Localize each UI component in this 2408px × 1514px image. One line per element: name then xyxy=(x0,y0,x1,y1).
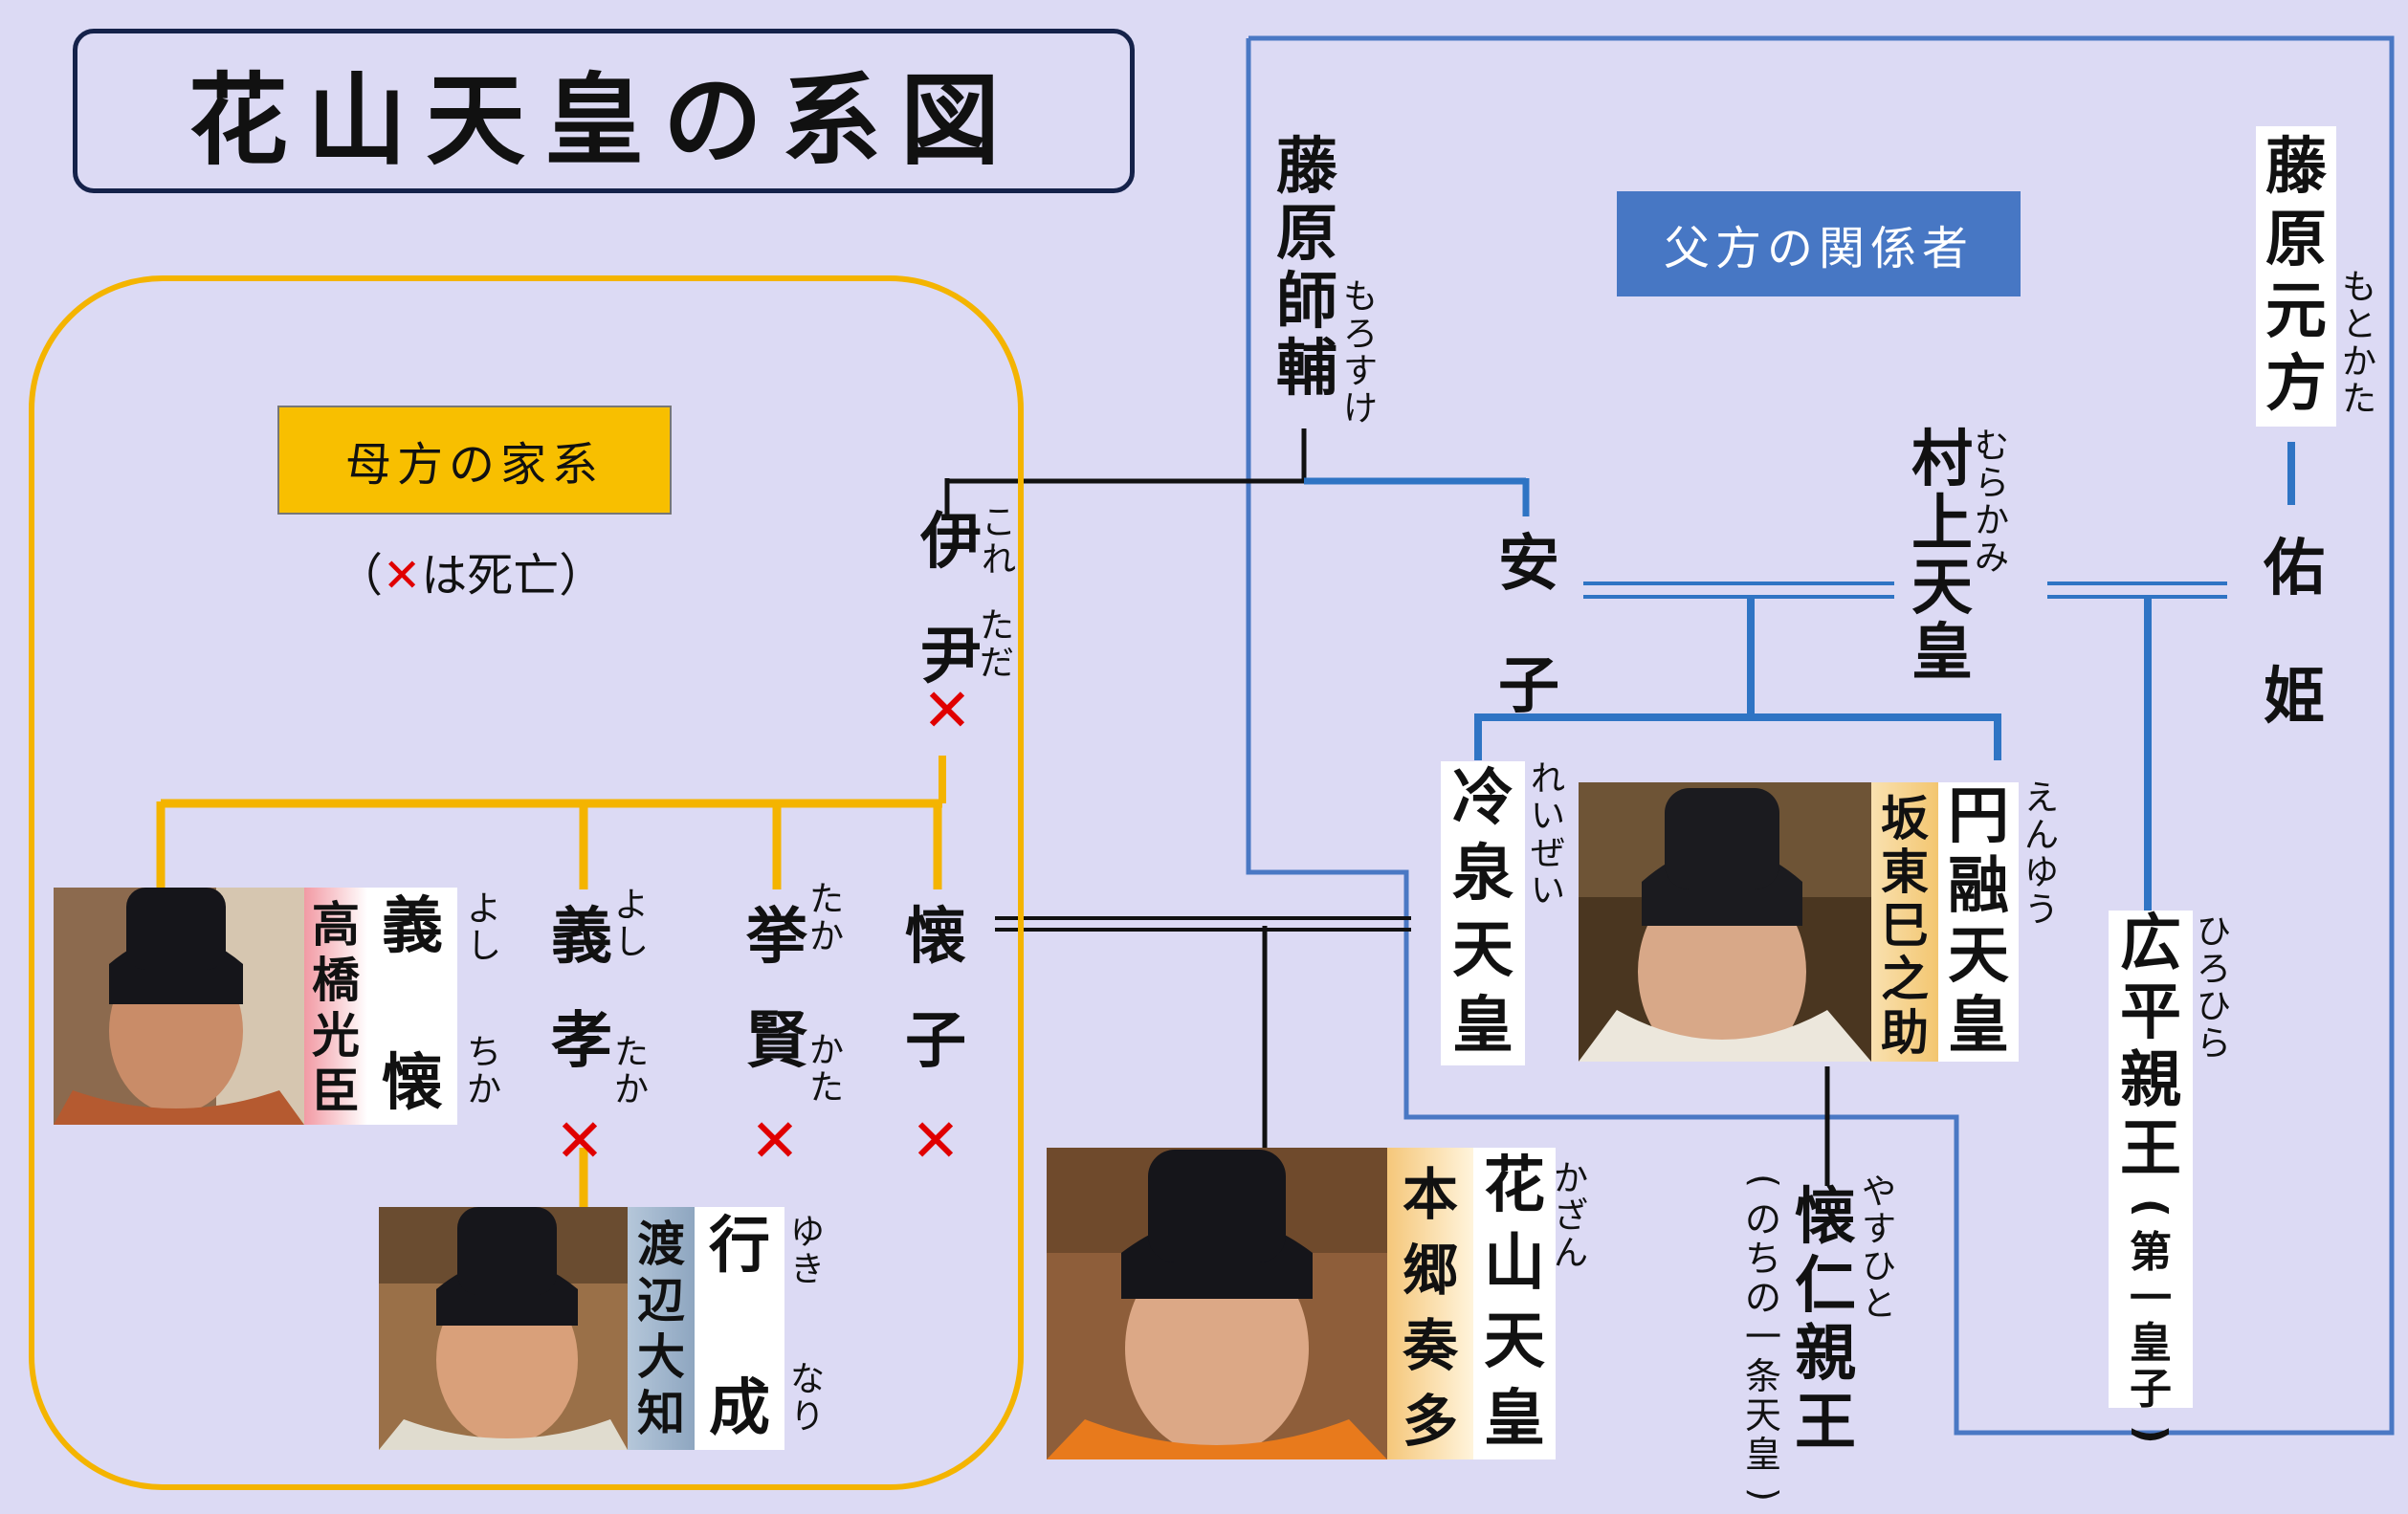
person-anshi: 安子 xyxy=(1498,529,1559,722)
ruby-yoshichika-b: ちか xyxy=(467,1033,502,1109)
death-legend: （✕は死亡） xyxy=(337,549,606,603)
maternal-label: 母方の家系 xyxy=(277,406,672,515)
maternal-family-frame xyxy=(29,275,1024,1490)
person-kaishi: 懐子 xyxy=(905,902,966,1077)
person-yukinari: 行成 xyxy=(695,1207,784,1450)
person-enyu: 円融天皇 xyxy=(1938,782,2019,1062)
person-yoshichika: 義懐 xyxy=(367,888,457,1125)
death-mark-kaishi: ✕ xyxy=(911,1106,961,1175)
chart-title: 花山天皇の系図 xyxy=(188,60,1019,179)
photo-kazan-actor xyxy=(1047,1148,1387,1459)
ruby-motokata: もとかた xyxy=(2342,268,2377,419)
actor-yukinari: 渡辺大知 xyxy=(628,1207,695,1450)
hirohira-note: (第一皇子) xyxy=(2126,1197,2176,1445)
ruby-takakata-a: たか xyxy=(809,880,845,956)
person-koretada-2: 尹 xyxy=(920,622,982,692)
person-sukehime: 佑姫 xyxy=(2264,534,2325,734)
actor-yoshichika: 高橋光臣 xyxy=(304,888,367,1125)
photo-yoshichika-actor xyxy=(54,888,304,1125)
actor-enyu: 坂東巳之助 xyxy=(1871,782,1938,1062)
ruby-yasuhito: やすひと xyxy=(1862,1173,1897,1324)
death-mark-koretada: ✕ xyxy=(922,675,972,745)
actor-kazan: 本郷奏多 xyxy=(1387,1148,1473,1459)
ruby-reizei: れいぜい xyxy=(1531,759,1566,911)
ruby-kazan: かざん xyxy=(1554,1159,1589,1273)
paternal-frame xyxy=(1246,35,2395,1436)
ruby-yoshichika-a: よし xyxy=(467,889,502,966)
death-mark-yoshitaka: ✕ xyxy=(555,1106,605,1175)
death-mark-takakata: ✕ xyxy=(750,1106,800,1175)
ruby-yukinari-b: なり xyxy=(790,1360,826,1437)
ruby-murakami: むらかみ xyxy=(1975,427,2010,578)
photo-enyu-actor xyxy=(1579,782,1871,1062)
ruby-koretada-b: ただ xyxy=(980,606,1015,683)
person-murakami: 村上天皇 xyxy=(1911,425,1973,689)
person-reizei: 冷泉天皇 xyxy=(1441,761,1525,1065)
person-takakata: 挙賢 xyxy=(746,902,807,1077)
ruby-morosuke: もろすけ xyxy=(1343,277,1379,428)
ruby-yoshitaka-a: よし xyxy=(614,886,650,962)
photo-yukinari-actor xyxy=(379,1207,628,1450)
death-mark-icon: ✕ xyxy=(383,549,422,603)
chart-title-box: 花山天皇の系図 xyxy=(73,29,1135,193)
person-motokata: 藤原元方 xyxy=(2256,126,2336,428)
ruby-hirohira: ひろひら xyxy=(2197,912,2232,1064)
person-yoshitaka: 義孝 xyxy=(551,902,612,1077)
person-morosuke: 藤原師輔 xyxy=(1276,132,1337,406)
person-yasuhito: 懐仁親王 xyxy=(1795,1182,1856,1459)
ruby-enyu: えんゆう xyxy=(2024,779,2060,930)
ruby-yoshitaka-b: たか xyxy=(614,1033,650,1109)
note-yasuhito: (のちの一条天皇) xyxy=(1742,1174,1785,1503)
ruby-koretada-a: これ xyxy=(982,503,1017,580)
paternal-label: 父方の関係者 xyxy=(1617,191,2021,296)
person-hirohira: 広平親王 (第一皇子) xyxy=(2109,910,2193,1444)
ruby-yukinari-a: ゆき xyxy=(790,1213,826,1289)
person-koretada-1: 伊 xyxy=(920,507,982,578)
ruby-takakata-b: かた xyxy=(809,1031,845,1108)
person-kazan: 花山天皇 xyxy=(1473,1148,1556,1459)
